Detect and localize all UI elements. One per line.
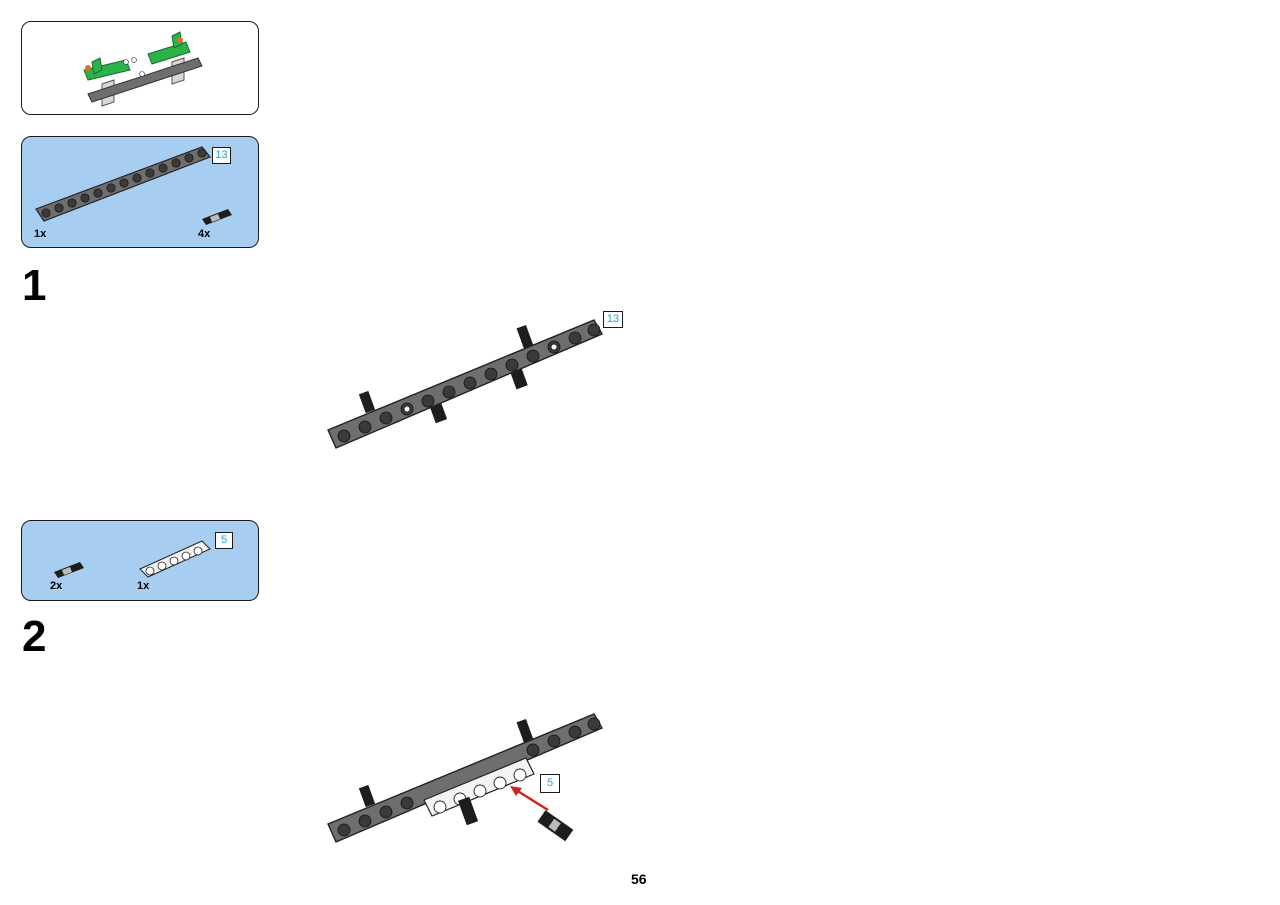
step-number: 2 — [22, 612, 47, 661]
part-qty: 1x — [137, 580, 150, 592]
green-gray-beam-assembly-icon — [83, 31, 203, 107]
white-beam-5-icon — [139, 540, 211, 578]
part-qty: 4x — [198, 228, 211, 240]
beam-length-label: 13 — [212, 147, 231, 164]
callout-length-label: 13 — [603, 311, 623, 328]
step-2-assembly-illustration — [327, 713, 603, 843]
beam-length-label: 5 — [215, 532, 233, 549]
step-number: 1 — [22, 261, 47, 310]
step-1-parts-panel: 13 1x 4x — [21, 136, 259, 248]
dark-gray-beam-13-icon — [35, 146, 211, 222]
submodel-preview-panel — [21, 21, 259, 115]
part-qty: 2x — [50, 580, 63, 592]
black-pin-icon — [54, 562, 84, 578]
black-pin-icon — [202, 209, 232, 225]
callout-length-label: 5 — [540, 774, 560, 793]
part-qty: 1x — [34, 228, 47, 240]
step-2-parts-panel: 5 2x 1x — [21, 520, 259, 601]
step-1-assembly-illustration — [327, 319, 603, 449]
page-number: 56 — [631, 871, 647, 887]
